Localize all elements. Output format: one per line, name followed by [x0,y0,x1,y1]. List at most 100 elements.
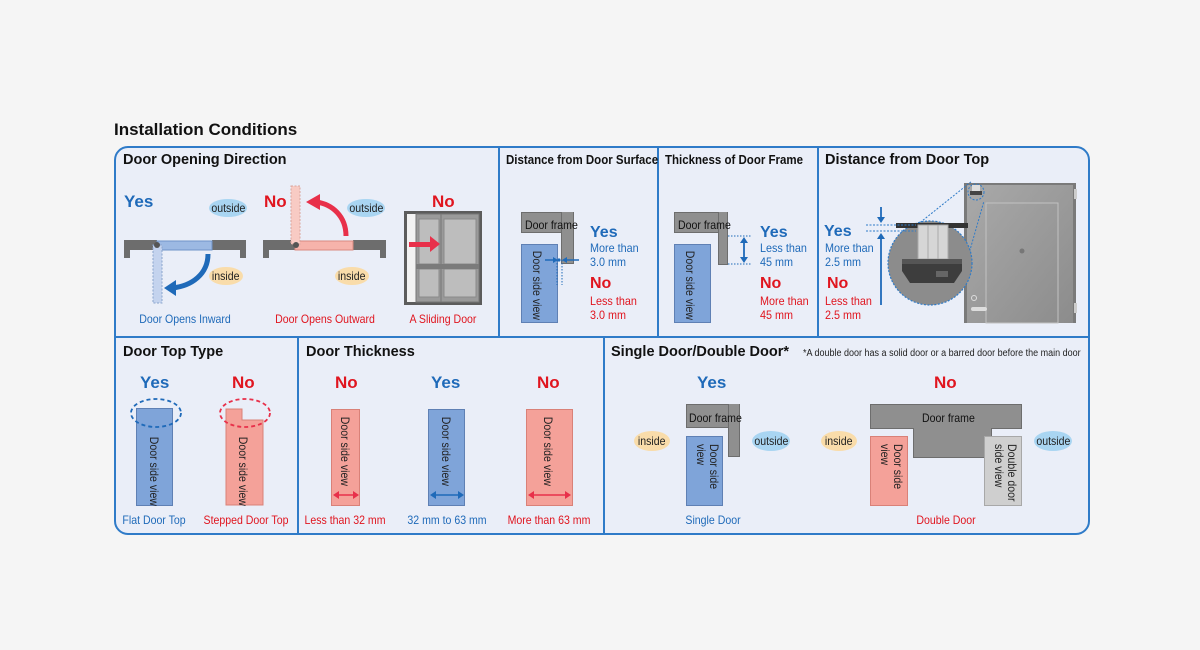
inside-label: inside [634,431,670,451]
door-side-view-label: Door side view [439,416,453,486]
width-arrow [528,491,571,499]
ok-door-side-view [428,409,465,506]
verdict-no: No [264,192,287,211]
verdict-yes: Yes [124,192,154,211]
door-open-ghost [152,244,163,304]
door-side-view-label: Door side view [878,443,905,490]
double-door-side-view-label: Double door side view [992,443,1019,502]
caption: Less than 32 mm [304,513,386,527]
caption: 32 mm to 63 mm [407,513,487,527]
width-arrow [333,491,359,499]
door-side-view-label: Door side view [236,436,250,506]
door-frame-leg [718,212,728,265]
page-title: Installation Conditions [114,120,298,139]
slide-arrow-icon [409,236,440,252]
outward-door-diagram [263,185,386,258]
inward-door-diagram [124,240,246,304]
door-gap [407,214,416,302]
verdict-yes: Yes [140,373,170,392]
verdict-no: No [537,373,560,392]
door-frame-label: Door frame [689,411,742,425]
door-side-view [521,244,558,323]
caption: Double Door [916,513,976,527]
caption: More than 63 mm [507,513,591,527]
column-divider [657,148,659,337]
door-frame-leg [561,212,574,264]
caption: Stepped Door Top [203,513,289,527]
peephole-icon [1019,248,1025,254]
width-arrow [430,491,464,499]
panel-heading: Thickness of Door Frame [665,153,804,167]
caption: Single Door [685,513,741,527]
door-side-view-label: Door side view [541,416,555,486]
verdict-no: No [827,275,849,292]
door-frame-leg [728,404,740,457]
outside-label: outside [347,199,385,217]
verdict-yes: Yes [590,224,618,241]
panel-heading: Distance from Door Top [825,152,990,168]
inside-label: inside [335,267,369,285]
panel-heading: Door Thickness [306,344,415,360]
stepped-door-side-view [225,408,264,506]
wall-right [212,240,246,258]
door-side-view-label: Door side view [694,443,721,490]
verdict-yes: Yes [697,373,727,392]
outside-label: outside [209,199,247,217]
door-open-ghost [290,185,301,245]
wall-left [124,240,157,258]
hinge-icon [293,242,299,248]
flat-top-highlight [130,398,182,428]
swing-arrow [315,199,349,237]
verdict-yes: Yes [760,224,788,241]
door-side-view-label: Door side view [338,416,352,486]
caption: Door Opens Inward [139,312,231,326]
arrow-head-icon [306,194,320,210]
main-door-side-view [870,436,908,506]
outside-label: outside [752,431,790,451]
wall-right [353,240,386,258]
door-top-gap-arrows [866,207,916,305]
verdict-yes: Yes [431,373,461,392]
handle-icon [971,307,987,311]
verdict-no: No [335,373,358,392]
verdict-no: No [432,192,455,211]
panel-heading: Door Opening Direction [123,152,287,168]
single-door-side-view [686,436,723,506]
wall-left [263,240,295,258]
thin-door-side-view [331,409,360,506]
column-divider [297,337,299,533]
verdict-no: No [590,275,612,292]
arrow-head-icon [164,280,176,296]
double-door-note: *A double door has a solid door or a bar… [803,348,1081,359]
door-frame-label: Door frame [525,218,578,232]
inside-label: inside [821,431,857,451]
panel-heading: Door Top Type [123,344,224,360]
column-divider [603,337,605,533]
verdict-no: No [934,373,957,392]
row-divider [116,336,1088,338]
door-side-view-label: Door side view [683,250,697,320]
door-frame-label: Door frame [678,218,731,232]
caption: Door Opens Outward [275,312,375,326]
door-side-view-label: Door side view [530,250,544,320]
door-side-view [674,244,711,323]
caption: A Sliding Door [409,312,477,326]
verdict-no: No [232,373,255,392]
verdict-no: No [760,275,782,292]
door-side-view-label: Door side view [147,436,161,506]
inside-label: inside [209,267,243,285]
door-closed [294,240,354,251]
gap-dimension-arrows [545,257,579,285]
door-frame-label: Door frame [922,411,975,425]
column-divider [817,148,819,337]
installation-conditions-board [114,146,1090,535]
zoom-detail [887,180,985,306]
verdict-yes: Yes [824,223,852,240]
hinge-icon [154,242,160,248]
panel-heading: Distance from Door Surface [506,153,659,167]
